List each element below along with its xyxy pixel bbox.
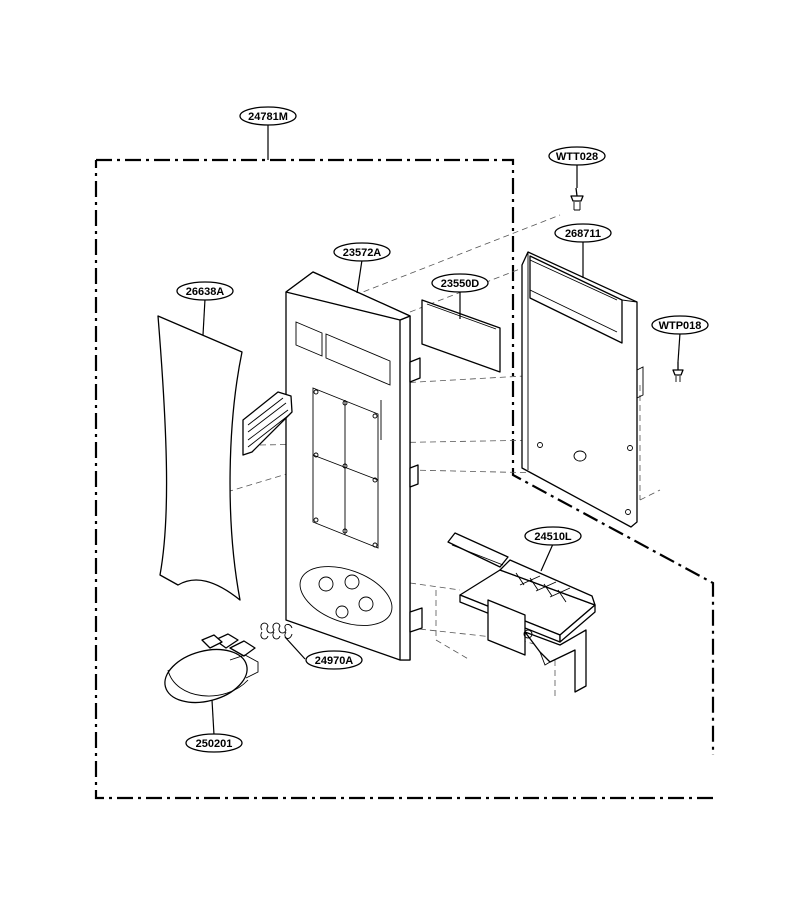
part-label-250201: 250201: [185, 733, 243, 753]
screw-wtt028: [570, 187, 584, 211]
part-label-wtt028: WTT028: [548, 146, 606, 166]
part-label-26638a: 26638A: [176, 281, 234, 301]
part-label-24781m: 24781M: [239, 106, 297, 126]
part-label-23550d: 23550D: [431, 273, 489, 293]
svg-text:23572A: 23572A: [343, 247, 382, 259]
svg-text:24510L: 24510L: [534, 531, 572, 543]
leader-lines: [202, 124, 681, 736]
part-label-23572a: 23572A: [333, 242, 391, 262]
svg-text:24781M: 24781M: [248, 111, 288, 123]
push-button-250201: [164, 633, 259, 704]
screw-wtp018: [672, 362, 684, 382]
door-lever-24510l: [447, 532, 596, 693]
svg-text:23550D: 23550D: [441, 278, 480, 290]
part-label-24970a: 24970A: [305, 650, 363, 670]
part-label-268711: 268711: [554, 223, 612, 243]
assembly-boundary-line: [94, 158, 715, 800]
membrane-switch-26638a: [157, 315, 293, 601]
window-23550d: [421, 299, 501, 373]
svg-text:WTP018: WTP018: [659, 320, 702, 332]
svg-text:WTT028: WTT028: [556, 151, 598, 163]
part-label-24510l: 24510L: [524, 526, 582, 546]
svg-text:24970A: 24970A: [315, 655, 354, 667]
svg-text:250201: 250201: [196, 738, 233, 750]
part-label-wtp018: WTP018: [651, 315, 709, 335]
pcb-268711: [521, 251, 644, 528]
svg-text:26638A: 26638A: [186, 286, 225, 298]
control-panel-23572a: [285, 271, 423, 661]
spring-24970a: [260, 622, 293, 640]
svg-text:268711: 268711: [565, 228, 601, 240]
